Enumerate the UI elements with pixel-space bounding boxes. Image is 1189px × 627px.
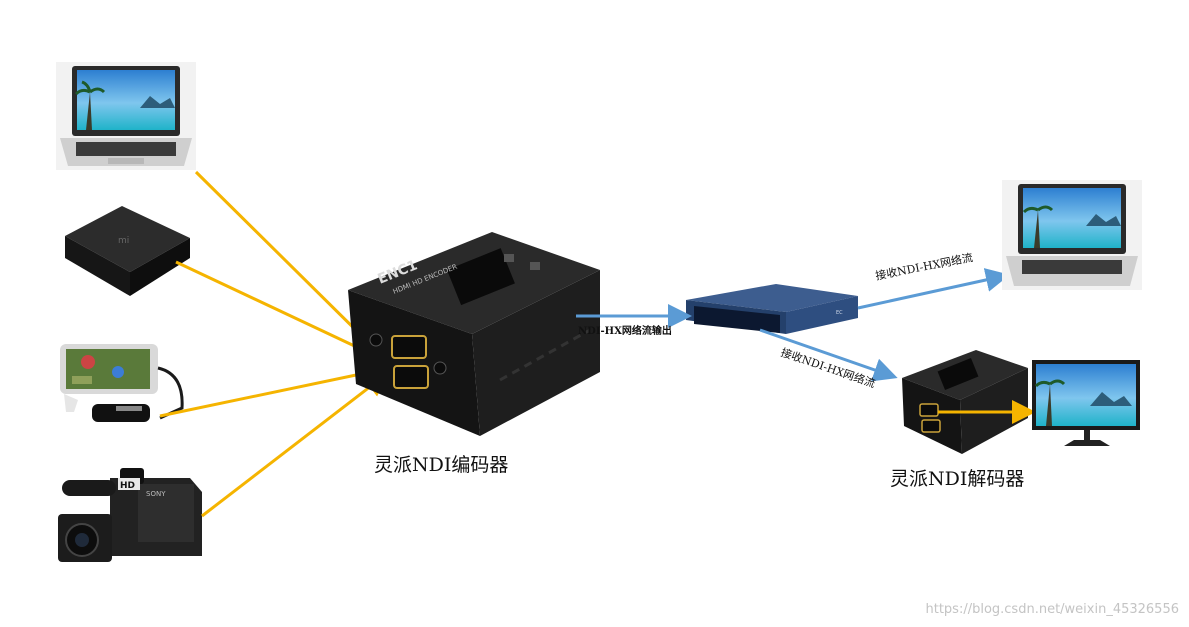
set-top-box-icon: mi [65, 206, 190, 296]
encoder-device: ENC1 HDMI HD ENCODER [348, 232, 600, 436]
svg-text:mi: mi [118, 236, 129, 246]
network-arrows [576, 268, 1010, 382]
laptop-icon [56, 62, 196, 170]
arrow-switch-to-decoder [759, 328, 898, 382]
arrow-switch-to-laptop [857, 268, 1010, 310]
network-switch-icon: EC [686, 284, 858, 334]
svg-text:EC: EC [836, 310, 843, 316]
watermark: https://blog.csdn.net/weixin_45326556 [925, 602, 1179, 617]
monitor-icon [1032, 360, 1140, 446]
arrow-stb-to-encoder [175, 260, 386, 362]
camera-brand: SONY [146, 490, 166, 498]
receiver-laptop-icon [1002, 180, 1142, 290]
arrow-laptop-to-encoder [194, 170, 383, 357]
hd-badge: HD [120, 481, 135, 491]
smartphone-icon [60, 344, 184, 422]
decoder-label: 灵派NDI解码器 [890, 468, 1025, 490]
arrow-camcorder-to-encoder [201, 372, 389, 518]
input-arrows [159, 170, 389, 518]
encoder-label: 灵派NDI编码器 [374, 454, 509, 476]
arrow-phone-to-encoder [159, 361, 386, 418]
decoder-device [902, 350, 1028, 454]
stream-output-label: NDI-HX网络流输出 [578, 326, 672, 337]
camcorder-icon: HD SONY [58, 468, 202, 562]
